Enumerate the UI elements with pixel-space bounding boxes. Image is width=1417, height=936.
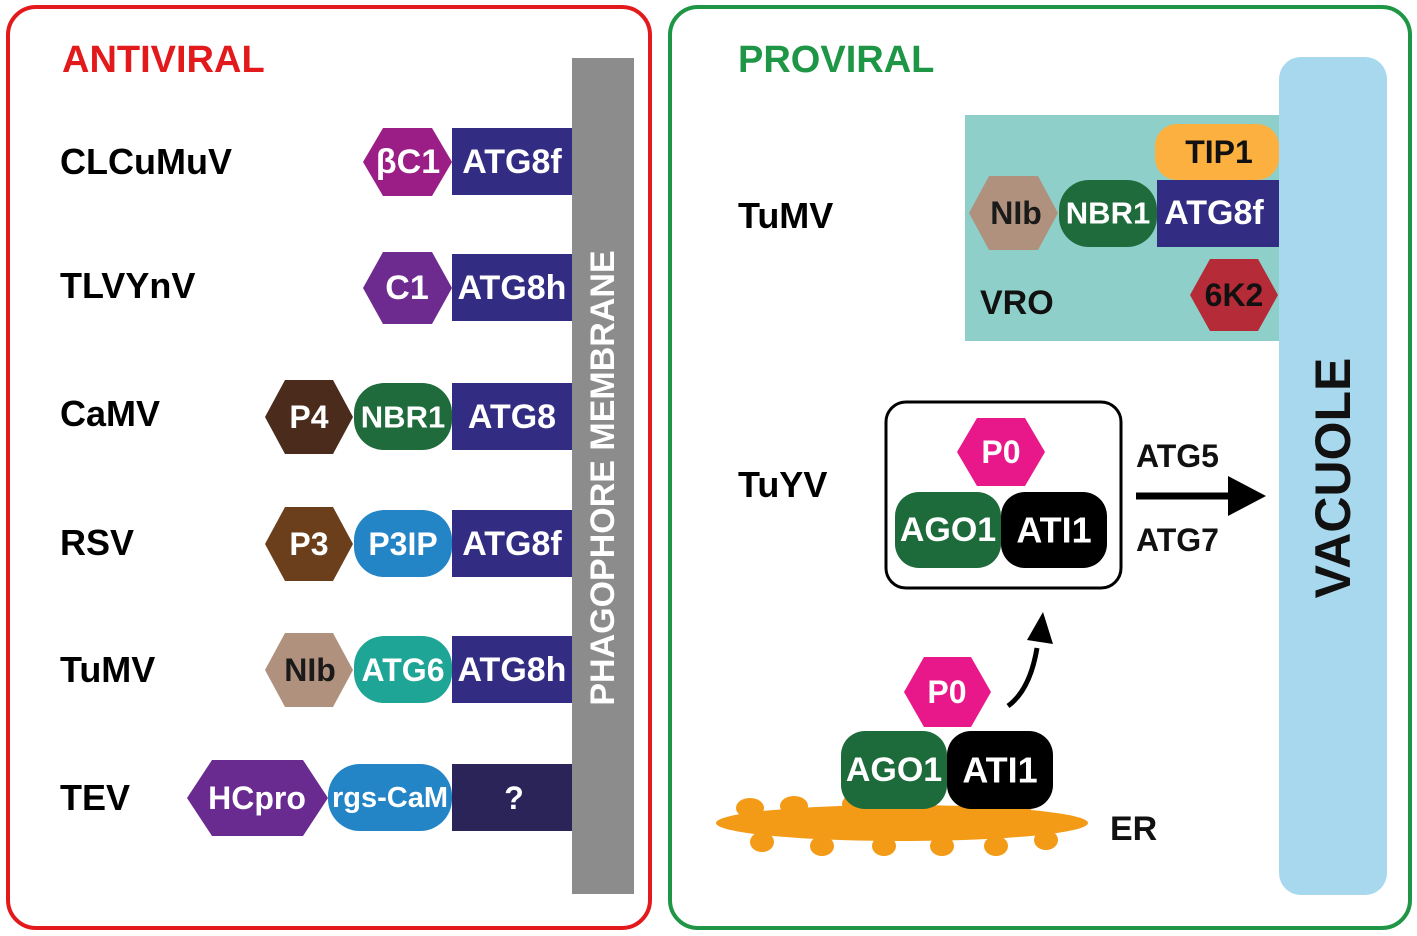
er-bump	[1034, 830, 1058, 850]
atg8h-label: ATG8h	[458, 269, 567, 307]
p3ip-rounded-box	[354, 510, 452, 577]
rgs-cam-label: rgs-CaM	[332, 782, 448, 814]
row-camv: CaMV ATG8 NBR1 P4	[60, 380, 572, 454]
nib-hexagon	[969, 176, 1058, 250]
nbr1-rounded-box	[354, 383, 452, 450]
c1-label: C1	[385, 269, 428, 307]
tip1-rounded-box	[1155, 124, 1279, 180]
tumv-proviral-group: TuMV TIP1 ATG8f NBR1 NIb VRO 6K2	[738, 124, 1279, 331]
atg8h-box	[452, 636, 572, 703]
proviral-panel: PROVIRAL VACUOLE TuMV TIP1 ATG8f NBR1 NI…	[668, 5, 1412, 930]
row-tlvynv: TLVYnV ATG8h C1	[60, 252, 572, 324]
vacuole-label: VACUOLE	[1305, 358, 1361, 599]
nib-hexagon	[265, 633, 353, 707]
ati1-label-er: ATI1	[962, 750, 1037, 791]
atg8h-label: ATG8h	[458, 651, 567, 689]
er-bump	[736, 798, 764, 818]
row-tev: TEV ? rgs-CaM HCpro	[60, 760, 572, 836]
virus-label: RSV	[60, 522, 134, 563]
vro-label: VRO	[980, 284, 1054, 322]
ago1-label: AGO1	[900, 511, 996, 549]
p3-hexagon	[265, 507, 353, 581]
ati1-rounded-box-er	[947, 731, 1053, 809]
6k2-label: 6K2	[1205, 277, 1264, 313]
atg8f-box	[452, 510, 572, 577]
ago1-rounded-box-er	[841, 731, 947, 809]
er-membrane	[716, 794, 1088, 856]
virus-label: TuYV	[738, 464, 827, 505]
p3ip-label: P3IP	[368, 526, 437, 562]
row-rsv: RSV ATG8f P3IP P3	[60, 507, 572, 581]
p4-hexagon	[265, 380, 353, 454]
virus-label: CaMV	[60, 393, 160, 434]
atg8f-box	[1157, 180, 1279, 247]
6k2-hexagon	[1190, 259, 1278, 331]
p0-hexagon-er	[904, 657, 991, 727]
row-tumv-antiviral: TuMV ATG8h ATG6 NIb	[60, 633, 572, 707]
row-clcumuv: CLCuMuV ATG8f βC1	[60, 128, 572, 196]
atg6-label: ATG6	[362, 652, 445, 688]
virus-label: TuMV	[60, 649, 155, 690]
proviral-title: PROVIRAL	[738, 39, 934, 81]
virus-label: CLCuMuV	[60, 141, 232, 182]
atg8f-box	[452, 128, 572, 195]
atg8-box	[452, 383, 572, 450]
hcpro-label: HCpro	[208, 780, 306, 816]
vacuole	[1279, 57, 1387, 895]
nbr1-rounded-box	[1059, 180, 1157, 247]
er-body	[716, 805, 1088, 841]
rgs-cam-rounded-box	[328, 764, 452, 831]
er-bump	[984, 836, 1008, 856]
er-bump	[750, 832, 774, 852]
virus-label: TLVYnV	[60, 265, 195, 306]
betac1-hexagon	[363, 128, 452, 196]
er-bump	[810, 836, 834, 856]
phagophore-membrane	[572, 58, 634, 894]
virus-label: TEV	[60, 777, 130, 818]
atg6-rounded-box	[354, 636, 452, 703]
p0-hexagon	[957, 418, 1045, 486]
atg8-label: ATG8	[468, 398, 556, 436]
unknown-box	[452, 764, 572, 831]
ago1-label-er: AGO1	[846, 751, 942, 789]
er-bump	[930, 836, 954, 856]
tuyv-proviral-group: TuYV P0 AGO1 ATI1 ATG5 ATG7	[716, 400, 1266, 856]
antiviral-panel: ANTIVIRAL PHAGOPHORE MEMBRANE CLCuMuV AT…	[6, 5, 652, 930]
atg7-label: ATG7	[1136, 522, 1219, 558]
virus-label: TuMV	[738, 195, 833, 236]
hcpro-hexagon	[187, 760, 328, 836]
p3-label: P3	[289, 526, 328, 562]
nbr1-label: NBR1	[361, 400, 445, 435]
er-label: ER	[1110, 810, 1157, 848]
vacuole-arrow-head	[1228, 476, 1266, 516]
atg5-label: ATG5	[1136, 438, 1219, 474]
phagophore-membrane-label: PHAGOPHORE MEMBRANE	[584, 250, 622, 705]
er-bump	[872, 836, 896, 856]
antiviral-title: ANTIVIRAL	[62, 39, 265, 81]
atg8f-label: ATG8f	[1164, 194, 1264, 232]
atg8f-label: ATG8f	[462, 525, 562, 563]
ago1-rounded-box	[895, 492, 1001, 568]
curved-arrow-head	[1027, 612, 1053, 644]
p0-label: P0	[981, 434, 1020, 470]
curved-arrow	[1006, 647, 1040, 709]
nbr1-label: NBR1	[1066, 196, 1150, 231]
p0-label-er: P0	[927, 674, 966, 710]
nib-label: NIb	[990, 195, 1042, 231]
unknown-label: ?	[504, 780, 524, 816]
tip1-label: TIP1	[1185, 134, 1253, 170]
ati1-rounded-box	[1001, 492, 1107, 568]
p4-label: P4	[289, 399, 328, 435]
c1-hexagon	[363, 252, 452, 324]
betac1-label: βC1	[376, 143, 440, 181]
ati1-label: ATI1	[1016, 510, 1091, 551]
atg8f-label: ATG8f	[462, 143, 562, 181]
atg8h-box	[452, 254, 572, 321]
nib-label: NIb	[284, 652, 336, 688]
er-bump	[780, 796, 808, 816]
